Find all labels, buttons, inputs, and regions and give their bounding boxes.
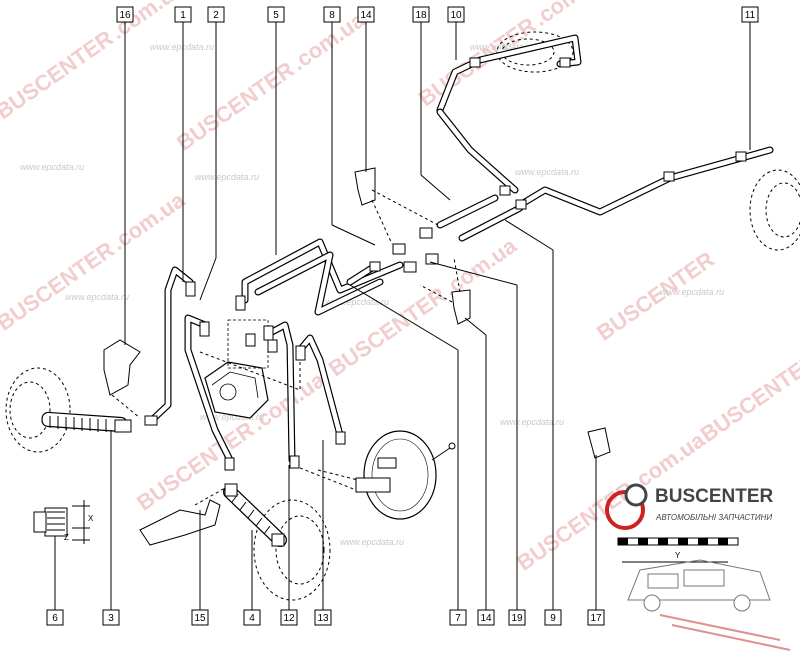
watermark-brand: BUSCENTER bbox=[0, 25, 118, 124]
svg-text:8: 8 bbox=[329, 10, 335, 21]
svg-text:4: 4 bbox=[249, 613, 255, 624]
callout-19: 19 bbox=[508, 609, 526, 626]
svg-text:15: 15 bbox=[194, 613, 206, 624]
watermark-source: www.epcdata.ru bbox=[200, 412, 264, 422]
regulator-block bbox=[204, 319, 269, 419]
svg-text:2: 2 bbox=[213, 10, 219, 21]
watermark-source: www.epcdata.ru bbox=[515, 167, 579, 177]
dimension-detail: X Z bbox=[64, 500, 94, 544]
svg-text:14: 14 bbox=[480, 613, 492, 624]
callout-13: 13 bbox=[314, 609, 332, 626]
callout-3: 3 bbox=[102, 609, 120, 626]
svg-text:16: 16 bbox=[119, 10, 131, 21]
svg-text:3: 3 bbox=[108, 613, 114, 624]
svg-text:1: 1 bbox=[180, 10, 186, 21]
callout-9: 9 bbox=[544, 609, 562, 626]
callout-2: 2 bbox=[207, 6, 225, 23]
watermark-domain: .com.ua bbox=[529, 0, 612, 31]
fittings bbox=[144, 57, 747, 471]
dimension-z-label: Z bbox=[64, 533, 69, 542]
callout-17: 17 bbox=[587, 609, 605, 626]
callout-1: 1 bbox=[174, 6, 192, 23]
logo-title: BUSCENTER bbox=[655, 486, 774, 507]
svg-text:10: 10 bbox=[450, 10, 462, 21]
brake-booster bbox=[355, 430, 456, 520]
callout-10: 10 bbox=[447, 6, 465, 23]
callout-14-bottom: 14 bbox=[477, 609, 495, 626]
watermark-brand: BUSCENTER bbox=[172, 57, 299, 156]
watermark-source: www.epcdata.ru bbox=[660, 287, 724, 297]
callout-16: 16 bbox=[116, 6, 134, 23]
watermark-source: www.epcdata.ru bbox=[470, 42, 534, 52]
callout-11: 11 bbox=[741, 6, 759, 23]
wheel-front-right bbox=[253, 499, 331, 601]
svg-text:13: 13 bbox=[317, 613, 329, 624]
svg-text:19: 19 bbox=[511, 613, 523, 624]
callout-8: 8 bbox=[323, 6, 341, 23]
svg-text:9: 9 bbox=[550, 613, 556, 624]
assembly-arrows bbox=[111, 189, 461, 506]
logo-subtitle: АВТОМОБІЛЬНІ ЗАПЧАСТИНИ bbox=[655, 513, 772, 522]
callout-4: 4 bbox=[243, 609, 261, 626]
buscenter-logo: BUSCENTER АВТОМОБІЛЬНІ ЗАПЧАСТИНИ bbox=[605, 483, 774, 530]
svg-text:6: 6 bbox=[52, 613, 58, 624]
dimension-y-label: Y bbox=[675, 551, 681, 560]
watermark-source: www.epcdata.ru bbox=[500, 417, 564, 427]
watermark-brand: BUSCENTER bbox=[0, 237, 119, 336]
svg-text:17: 17 bbox=[590, 613, 602, 624]
rigid-pipes bbox=[148, 34, 774, 464]
watermark-source: www.epcdata.ru bbox=[325, 297, 389, 307]
callout-15: 15 bbox=[191, 609, 209, 626]
callout-7: 7 bbox=[449, 609, 467, 626]
svg-text:18: 18 bbox=[415, 10, 427, 21]
watermark-brand: BUSCENTER bbox=[696, 348, 800, 447]
svg-text:12: 12 bbox=[283, 613, 295, 624]
svg-text:14: 14 bbox=[360, 10, 372, 21]
callout-12: 12 bbox=[280, 609, 298, 626]
watermark-domain: .com.ua bbox=[439, 232, 522, 301]
leader-lines bbox=[54, 22, 751, 610]
wheel-front-left bbox=[5, 367, 71, 453]
watermark-source: www.epcdata.ru bbox=[340, 537, 404, 547]
watermark-source: www.epcdata.ru bbox=[150, 42, 214, 52]
watermark-source: www.epcdata.ru bbox=[195, 172, 259, 182]
callout-5: 5 bbox=[267, 6, 285, 23]
svg-text:7: 7 bbox=[455, 613, 461, 624]
callout-18: 18 bbox=[412, 6, 430, 23]
dimension-x-label: X bbox=[88, 514, 94, 523]
flexible-hoses bbox=[41, 411, 287, 547]
callout-6: 6 bbox=[46, 609, 64, 626]
svg-text:11: 11 bbox=[745, 10, 756, 21]
watermark-source: www.epcdata.ru bbox=[65, 292, 129, 302]
svg-text:5: 5 bbox=[273, 10, 279, 21]
wheel-rear-right bbox=[749, 169, 800, 251]
brackets bbox=[33, 167, 611, 546]
van-inset: Y bbox=[617, 537, 791, 651]
watermark-domain: .com.ua bbox=[107, 187, 190, 256]
callout-14-top: 14 bbox=[357, 6, 375, 23]
watermark-source: www.epcdata.ru bbox=[20, 162, 84, 172]
